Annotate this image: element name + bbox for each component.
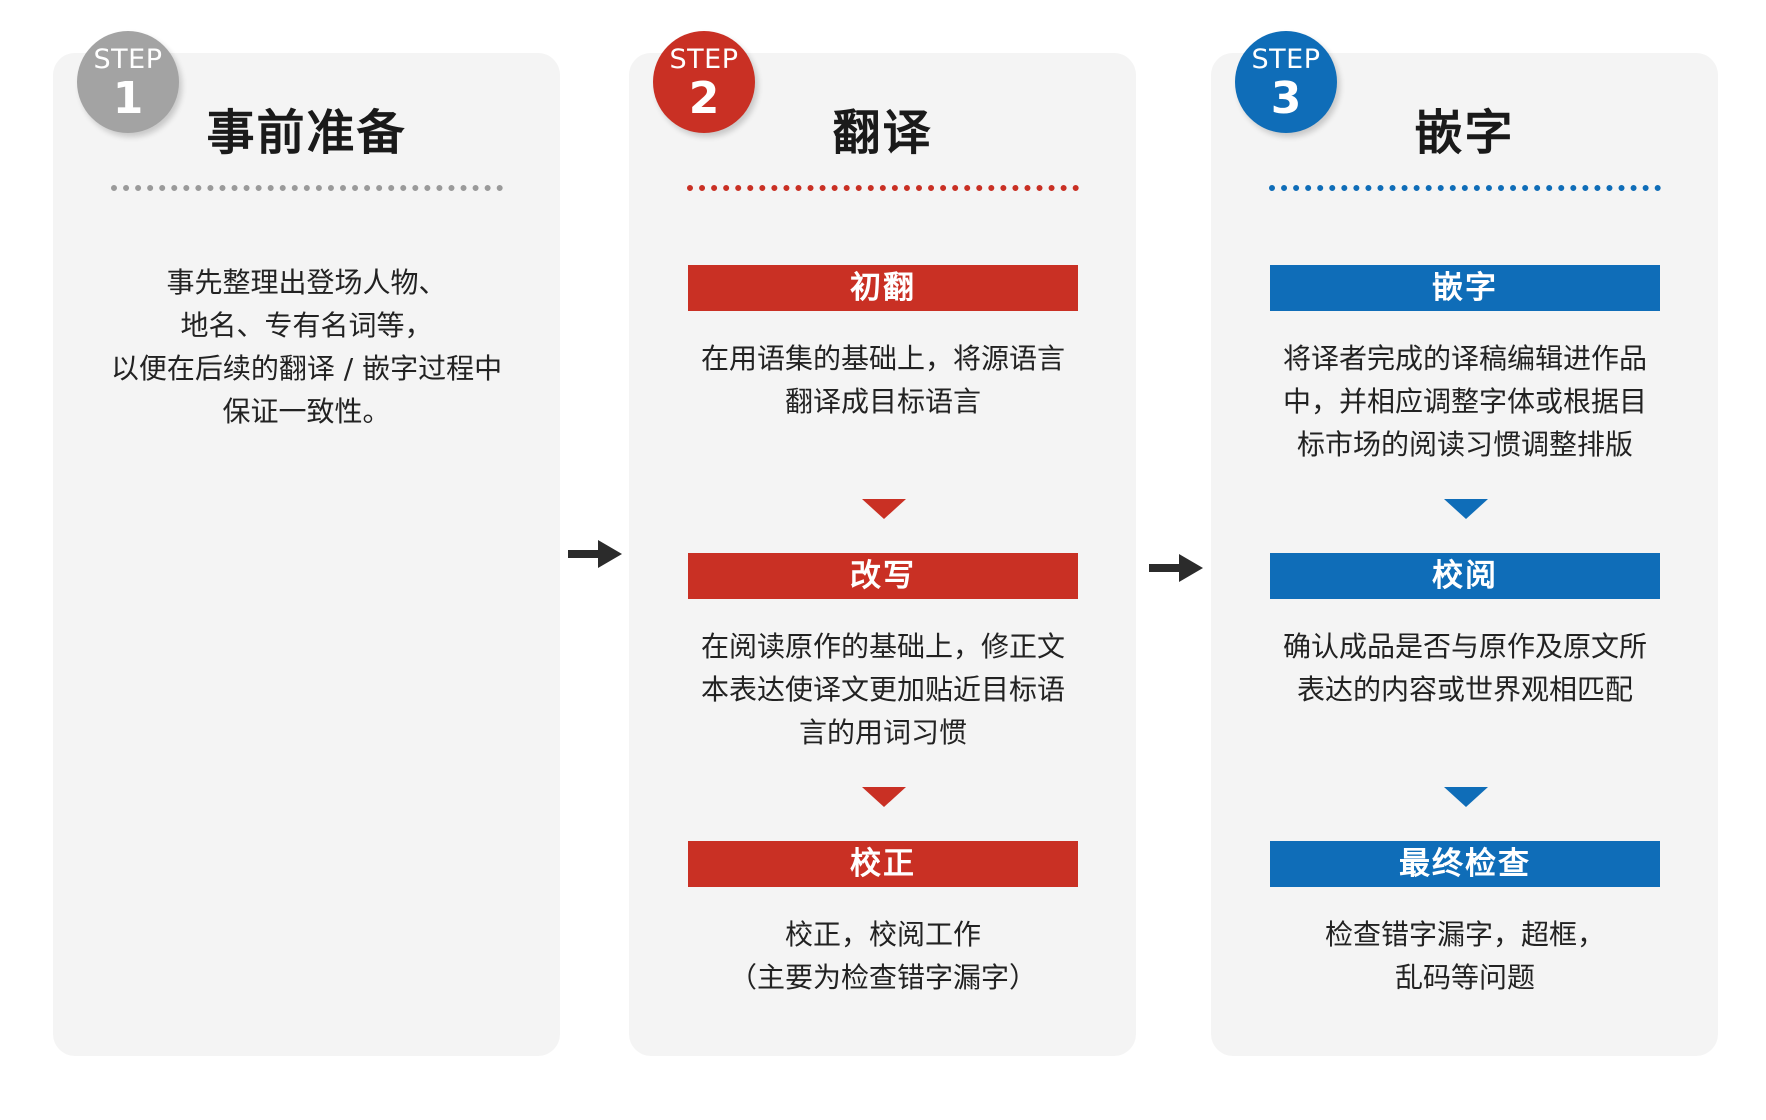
description-line: 乱码等问题 — [1394, 961, 1535, 994]
step-2-badge: STEP 2 — [653, 31, 755, 133]
step-1-description-line: 以便在后续的翻译 / 嵌字过程中 — [110, 352, 503, 385]
description-line: 在阅读原作的基础上，修正文 — [700, 630, 1065, 663]
step-2-title: 翻译 — [832, 105, 933, 161]
description-line: 校正，校阅工作 — [784, 918, 981, 951]
right-arrow-icon — [568, 540, 622, 568]
step-2-badge-number: 2 — [688, 73, 720, 124]
substep-proofread-description: 校正，校阅工作 （主要为检查错字漏字） — [673, 913, 1093, 999]
substep-proofread-header: 校正 — [688, 841, 1078, 887]
description-line: 确认成品是否与原作及原文所 — [1282, 630, 1647, 663]
description-line: （主要为检查错字漏字） — [728, 961, 1037, 994]
substep-final-check-header: 最终检查 — [1270, 841, 1660, 887]
description-line: 标市场的阅读习惯调整排版 — [1296, 428, 1633, 461]
substep-review-header: 校阅 — [1270, 553, 1660, 599]
step-1-title: 事前准备 — [206, 105, 407, 161]
step-1-description-line: 事先整理出登场人物、 — [166, 266, 447, 299]
substep-rewrite-description: 在阅读原作的基础上，修正文 本表达使译文更加贴近目标语 言的用词习惯 — [673, 625, 1093, 754]
down-arrow-icon — [862, 787, 906, 807]
step-1-badge-label: STEP — [93, 44, 163, 75]
description-line: 在用语集的基础上，将源语言 — [700, 342, 1065, 375]
substep-rewrite-header: 改写 — [688, 553, 1078, 599]
down-arrow-icon — [862, 499, 906, 519]
step-3-title: 嵌字 — [1414, 105, 1515, 161]
substep-typesetting-description: 将译者完成的译稿编辑进作品 中，并相应调整字体或根据目 标市场的阅读习惯调整排版 — [1255, 337, 1675, 466]
description-line: 检查错字漏字，超框， — [1324, 918, 1605, 951]
step-3-panel: STEP 3 嵌字 嵌字 将译者完成的译稿编辑进作品 中，并相应调整字体或根据目… — [1211, 31, 1718, 1056]
step-2-badge-label: STEP — [669, 44, 739, 75]
step-1-description: 事先整理出登场人物、 地名、专有名词等， 以便在后续的翻译 / 嵌字过程中 保证… — [83, 261, 530, 433]
step-1-badge: STEP 1 — [77, 31, 179, 133]
substep-first-translation-header: 初翻 — [688, 265, 1078, 311]
description-line: 将译者完成的译稿编辑进作品 — [1282, 342, 1647, 375]
step-2-panel: STEP 2 翻译 初翻 在用语集的基础上，将源语言 翻译成目标语言 改写 在阅… — [629, 31, 1136, 1056]
step-3-badge-number: 3 — [1270, 73, 1302, 124]
step-3-dotted-divider — [1269, 185, 1661, 191]
substep-review-description: 确认成品是否与原作及原文所 表达的内容或世界观相匹配 — [1255, 625, 1675, 711]
description-line: 中，并相应调整字体或根据目 — [1282, 385, 1647, 418]
step-1-dotted-divider — [111, 185, 503, 191]
description-line: 言的用词习惯 — [798, 716, 967, 749]
description-line: 本表达使译文更加贴近目标语 — [700, 673, 1065, 706]
step-1-description-line: 保证一致性。 — [222, 395, 391, 428]
description-line: 表达的内容或世界观相匹配 — [1296, 673, 1633, 706]
substep-final-check-description: 检查错字漏字，超框， 乱码等问题 — [1255, 913, 1675, 999]
substep-typesetting-header: 嵌字 — [1270, 265, 1660, 311]
down-arrow-icon — [1444, 787, 1488, 807]
step-3-badge-label: STEP — [1251, 44, 1321, 75]
down-arrow-icon — [1444, 499, 1488, 519]
step-3-badge: STEP 3 — [1235, 31, 1337, 133]
step-1-panel: STEP 1 事前准备 事先整理出登场人物、 地名、专有名词等， 以便在后续的翻… — [53, 31, 560, 1056]
step-2-dotted-divider — [687, 185, 1079, 191]
substep-first-translation-description: 在用语集的基础上，将源语言 翻译成目标语言 — [673, 337, 1093, 423]
step-1-badge-number: 1 — [112, 73, 144, 124]
description-line: 翻译成目标语言 — [784, 385, 981, 418]
step-1-description-line: 地名、专有名词等， — [180, 309, 433, 342]
right-arrow-icon — [1149, 554, 1203, 582]
